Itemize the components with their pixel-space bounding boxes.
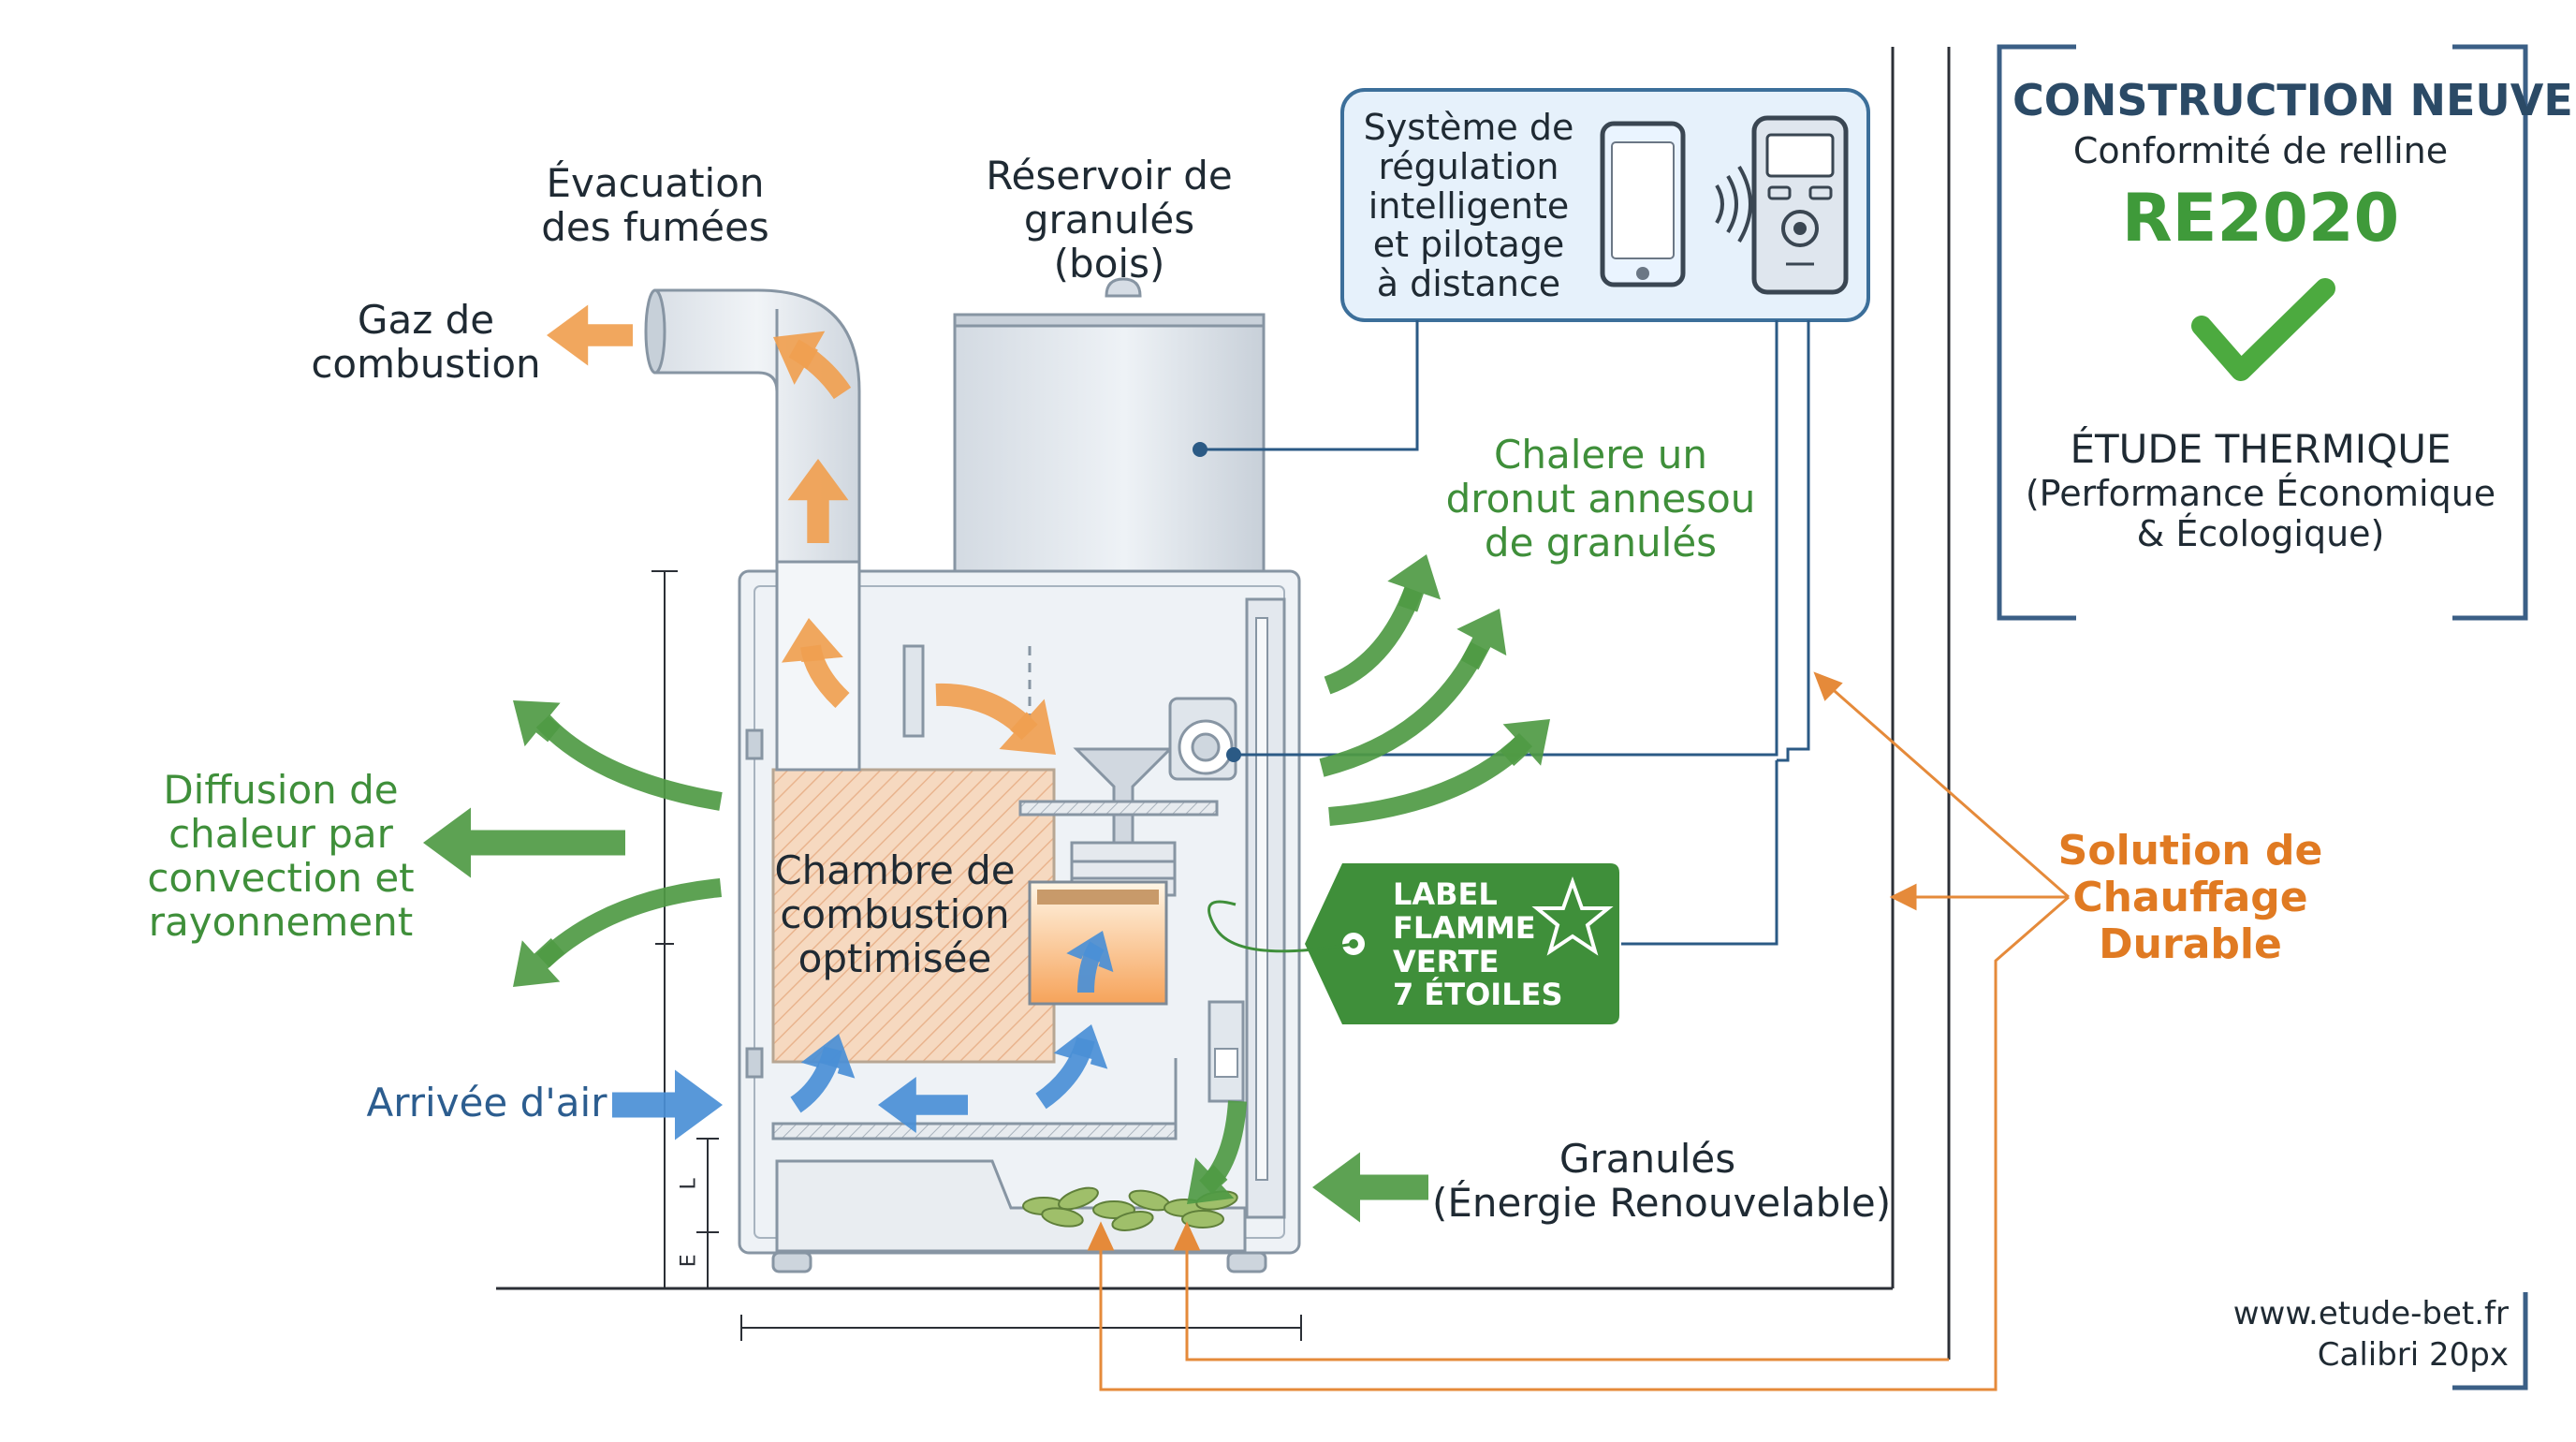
tag-line-1: LABEL: [1393, 876, 1498, 912]
chaleur-label: Chalere un dronut annesou de granulés: [1423, 433, 1778, 565]
sustainable-lines: [1087, 671, 2070, 1391]
solution-line-2: Chauffage: [2072, 874, 2308, 922]
footer-website[interactable]: www.etude-bet.fr: [2232, 1295, 2509, 1332]
arrivee-label: Arrivée d'air: [366, 1080, 607, 1126]
tag-line-2: FLAMME: [1393, 909, 1536, 946]
diffusion-label: Diffusion de chaleur par convection et r…: [131, 768, 431, 944]
heat-arrow-left-3-head: [513, 938, 565, 987]
gaz-line-2: combustion: [311, 341, 541, 388]
solution-line-1: Solution de: [2057, 827, 2323, 875]
tag-line-3: VERTE: [1393, 943, 1500, 979]
regulation-line-3: intelligente: [1368, 184, 1570, 227]
solution-label: Solution de Chauffage Durable: [2041, 827, 2340, 969]
panel-study-sub: (Performance Économique & Écologique): [2012, 474, 2509, 553]
dimension-lines: [651, 570, 1302, 1341]
reservoir-line-2: granulés: [1023, 197, 1195, 243]
hopper-connection-dot: [1193, 442, 1208, 457]
chambre-line-2: combustion: [780, 891, 1010, 938]
dimension-e: E: [677, 1254, 701, 1268]
chambre-label: Chambre de combustion optimisée: [773, 848, 1017, 980]
diffusion-line-4: rayonnement: [148, 899, 414, 946]
diffusion-line-2: chaleur par: [168, 811, 393, 858]
heat-arrow-right-1-head: [1387, 554, 1442, 612]
building-walls: [496, 47, 1951, 1360]
re2020-badge: RE2020: [2121, 180, 2400, 257]
reservoir-line-1: Réservoir de: [986, 153, 1233, 199]
air-arrow-up-2-head: [1053, 1024, 1108, 1069]
smoke-arrow-out: [547, 304, 633, 366]
chaleur-line-3: de granulés: [1484, 520, 1718, 566]
footer-font-note: Calibri 20px: [2317, 1336, 2509, 1374]
air-arrow-up-3-head: [1066, 931, 1114, 973]
air-arrow-up-1-head: [800, 1034, 856, 1079]
chambre-line-3: optimisée: [798, 935, 992, 982]
regulation-line-2: régulation: [1378, 145, 1559, 187]
air-arrow-in: [612, 1069, 723, 1140]
regulation-line-1: Système de: [1363, 107, 1574, 148]
tag-line-4: 7 ÉTOILES: [1393, 977, 1563, 1013]
reservoir-line-3: (bois): [1053, 241, 1165, 287]
gaz-line-1: Gaz de: [357, 297, 495, 343]
granules-label: Granulés (Énergie Renouvelable): [1432, 1136, 1892, 1227]
granules-line-1: Granulés: [1559, 1136, 1736, 1182]
label-tag: [1208, 863, 1619, 1024]
smoke-arrow-up: [787, 459, 849, 543]
regulation-line-5: à distance: [1376, 263, 1561, 305]
air-arrow-flow: [878, 1077, 968, 1133]
evacuation-line-2: des fumées: [541, 204, 769, 251]
smoke-arrow-chamber-head: [782, 618, 843, 663]
diffusion-line-3: convection et: [147, 855, 415, 902]
tag-text: LABEL FLAMME VERTE 7 ÉTOILES: [1393, 876, 1563, 1013]
regulation-line-4: et pilotage: [1372, 224, 1565, 266]
panel-title: CONSTRUCTION NEUVE: [2012, 75, 2573, 125]
check-icon: [2191, 278, 2335, 381]
panel-study-sub-line-1: (Performance Économique: [2025, 473, 2496, 514]
smoke-arrow-bend-head: [773, 331, 826, 385]
heat-arrow-right-3-head: [1500, 719, 1550, 766]
chaleur-line-2: dronut annesou: [1445, 476, 1756, 522]
reservoir-label: Réservoir de granulés (bois): [955, 154, 1264, 286]
pellet-pile: [1022, 1186, 1238, 1231]
smoke-arrow-feed-head: [999, 699, 1056, 755]
granules-line-2: (Énergie Renouvelable): [1432, 1180, 1892, 1227]
heat-arrow-right-2-head: [1456, 609, 1507, 670]
motor-connection-dot: [1226, 747, 1241, 762]
heat-arrow-left-1: [535, 714, 723, 811]
heat-arrow-left-2: [423, 807, 625, 878]
chaleur-line-1: Chalere un: [1494, 432, 1707, 478]
panel-study: ÉTUDE THERMIQUE: [2070, 426, 2452, 472]
flow-arrows: [423, 304, 1550, 1223]
re2020-frame: [1997, 44, 2528, 1390]
diffusion-line-1: Diffusion de: [163, 767, 399, 813]
panel-subtitle: Conformité de relline: [2072, 130, 2449, 171]
evacuation-label: Évacuation des fumées: [524, 161, 786, 249]
pellet-arrow-in: [1312, 1152, 1428, 1223]
solution-line-3: Durable: [2099, 920, 2282, 969]
control-wiring: [1200, 320, 1810, 946]
heat-arrow-right-2: [1319, 641, 1487, 777]
pellet-arrow-down-head: [1187, 1157, 1235, 1204]
panel-study-sub-line-2: & Écologique): [2136, 512, 2385, 554]
heat-arrow-left-1-head: [513, 700, 561, 747]
chambre-line-1: Chambre de: [774, 847, 1016, 893]
regulation-label: Système de régulation intelligente et pi…: [1352, 107, 1586, 305]
dimension-l: L: [677, 1178, 701, 1190]
evacuation-line-1: Évacuation: [546, 160, 765, 206]
heat-arrow-left-3: [536, 878, 722, 968]
gaz-label: Gaz de combustion: [300, 298, 552, 386]
regulation-box: [1340, 88, 1870, 322]
